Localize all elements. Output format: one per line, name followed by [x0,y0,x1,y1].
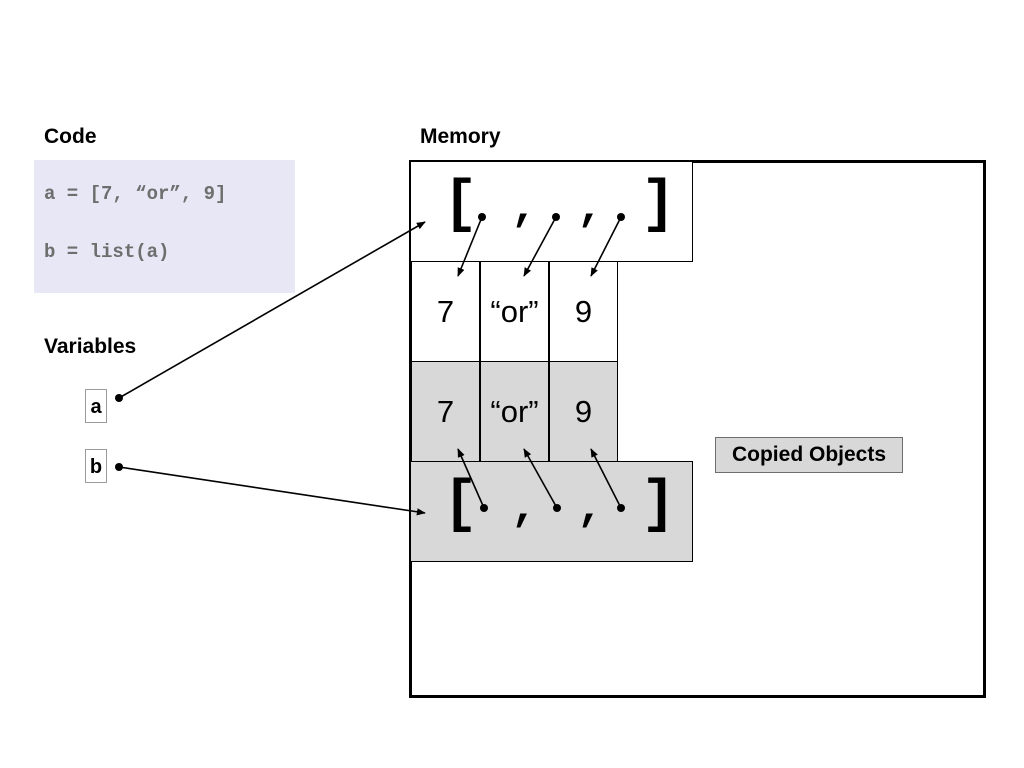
pointer-dot-original-2 [552,213,560,221]
copied-list-close-bracket: ] [641,473,676,538]
arrow-a-to-original-list [118,221,426,399]
copied-objects-label: Copied Objects [715,437,903,473]
copied-list-object: [ , , ] [410,461,693,562]
pointer-dot-original-3 [617,213,625,221]
copied-list-open-bracket: [ [443,473,478,538]
pointer-dot-copied-3 [617,504,625,512]
pointer-dot-original-1 [478,213,486,221]
code-line-1: a = [7, “or”, 9] [44,183,227,205]
original-list-comma-1: , [511,184,538,234]
arrow-copied-slot-1 [457,448,485,509]
memory-panel [409,160,986,698]
original-list-comma-2: , [577,184,604,234]
copied-value-or: “or” [480,361,549,462]
variable-b: b [85,449,107,483]
arrow-copied-slot-3 [590,448,622,509]
pointer-dot-copied-1 [480,504,488,512]
copied-value-9: 9 [549,361,618,462]
memory-heading: Memory [420,125,501,148]
original-value-or: “or” [480,261,549,362]
variable-a: a [85,389,107,423]
original-list-open-bracket: [ [443,173,478,238]
code-panel: a = [7, “or”, 9] b = list(a) [34,160,295,293]
code-line-2: b = list(a) [44,241,170,263]
arrow-original-slot-2 [523,216,557,277]
original-list-close-bracket: ] [641,173,676,238]
copied-list-comma-2: , [577,484,604,534]
original-list-object: [ , , ] [410,161,693,262]
arrow-b-to-copied-list [118,466,426,516]
copied-value-7: 7 [411,361,480,462]
arrow-original-slot-3 [590,216,622,277]
variables-heading: Variables [44,335,137,358]
pointer-dot-b [115,463,123,471]
code-heading: Code [44,125,97,148]
copied-list-comma-1: , [511,484,538,534]
pointer-dot-copied-2 [553,504,561,512]
arrow-copied-slot-2 [523,448,558,509]
arrow-original-slot-1 [457,216,483,277]
pointer-dot-a [115,394,123,402]
